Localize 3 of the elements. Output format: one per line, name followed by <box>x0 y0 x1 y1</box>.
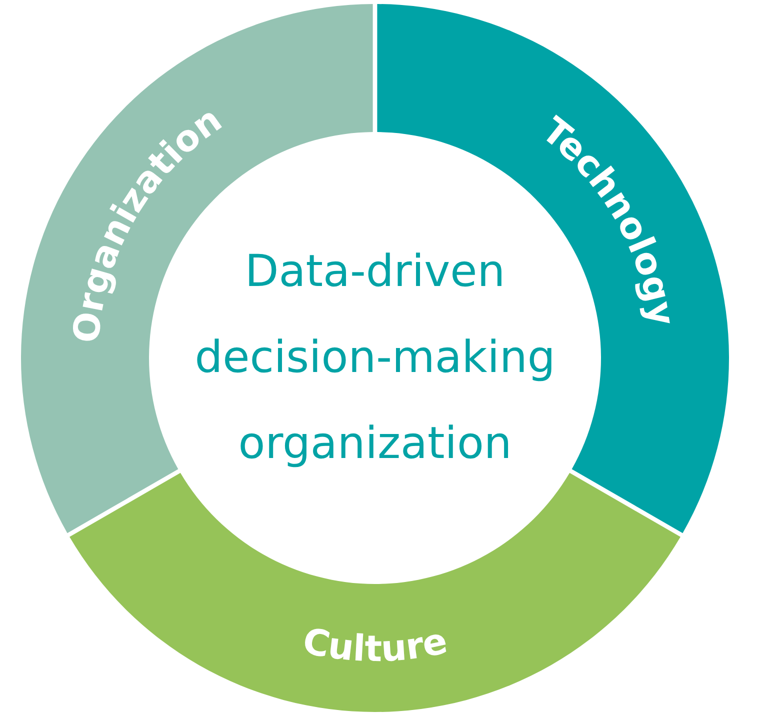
segment-label: Culture <box>299 620 451 670</box>
ring-segment <box>70 472 680 712</box>
center-text: Data-driven decision-making organization <box>175 229 575 487</box>
